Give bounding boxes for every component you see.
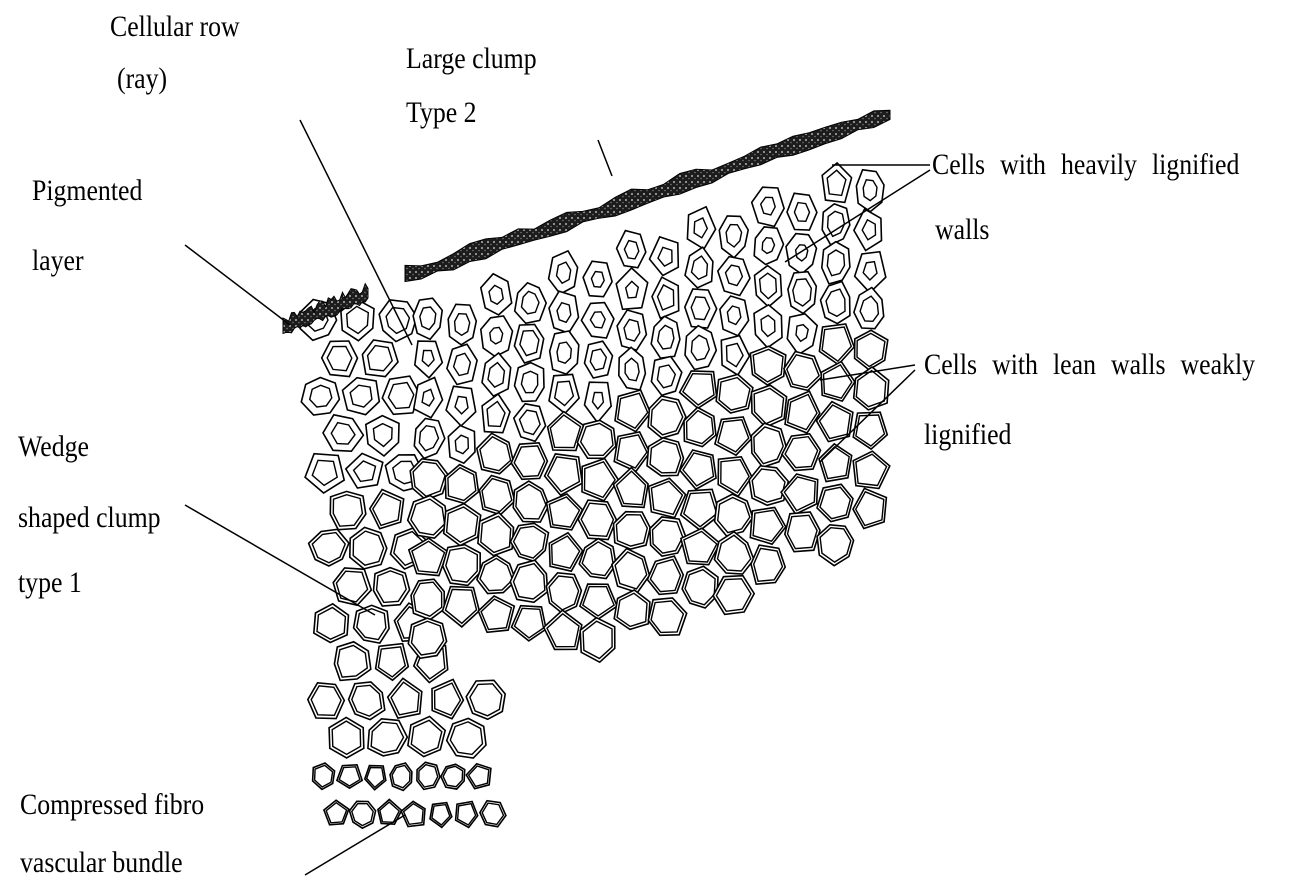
- cell-lumen: [490, 327, 503, 344]
- cell-lumen: [863, 180, 877, 201]
- cell-lumen: [419, 765, 438, 787]
- cell-lumen: [581, 423, 613, 455]
- label-wedge: Wedge: [18, 432, 89, 462]
- cell-lumen: [521, 371, 537, 392]
- cell-lumen: [557, 342, 571, 363]
- cell-lumen: [794, 203, 809, 222]
- leader-line: [598, 140, 612, 176]
- label-lean-walls-lignified: lignified: [924, 420, 1011, 450]
- label-wedge-shaped-clump: shaped clump: [18, 503, 161, 533]
- cell-lumen: [455, 314, 470, 336]
- label-cellular-row: Cellular row: [110, 12, 240, 42]
- cell-lumen: [650, 441, 681, 473]
- label-wedge-type: type 1: [18, 568, 82, 598]
- cell-lumen: [414, 582, 442, 616]
- cell-lumen: [762, 238, 774, 254]
- cell-lumen: [310, 385, 332, 407]
- label-heavily-lignified: Cells with heavily lignified: [932, 150, 1239, 180]
- cell-lumen: [793, 279, 812, 306]
- label-cellular-row-ray: (ray): [117, 64, 167, 94]
- cell-lumen: [446, 548, 478, 582]
- label-lean-walls: Cells with lean walls weakly: [924, 350, 1255, 380]
- cell-lumen: [353, 531, 383, 565]
- label-large-clump-type: Type 2: [406, 98, 477, 128]
- cell-lumen: [761, 197, 776, 215]
- cell-lumen: [616, 515, 647, 546]
- leader-line: [185, 245, 290, 325]
- label-compressed-fibro: Compressed fibro: [20, 790, 204, 820]
- cell-lumen: [455, 435, 468, 453]
- label-heavily-lignified-walls: walls: [935, 215, 989, 245]
- label-pigmented: Pigmented: [32, 176, 142, 206]
- label-vascular-bundle: vascular bundle: [20, 848, 183, 878]
- label-large-clump: Large clump: [406, 44, 537, 74]
- cell-lumen: [470, 684, 502, 716]
- large-clump-tissue: [408, 163, 890, 662]
- cell-lumen: [591, 272, 604, 288]
- pigment-crust: [405, 110, 890, 281]
- label-pigmented-layer: layer: [32, 246, 84, 276]
